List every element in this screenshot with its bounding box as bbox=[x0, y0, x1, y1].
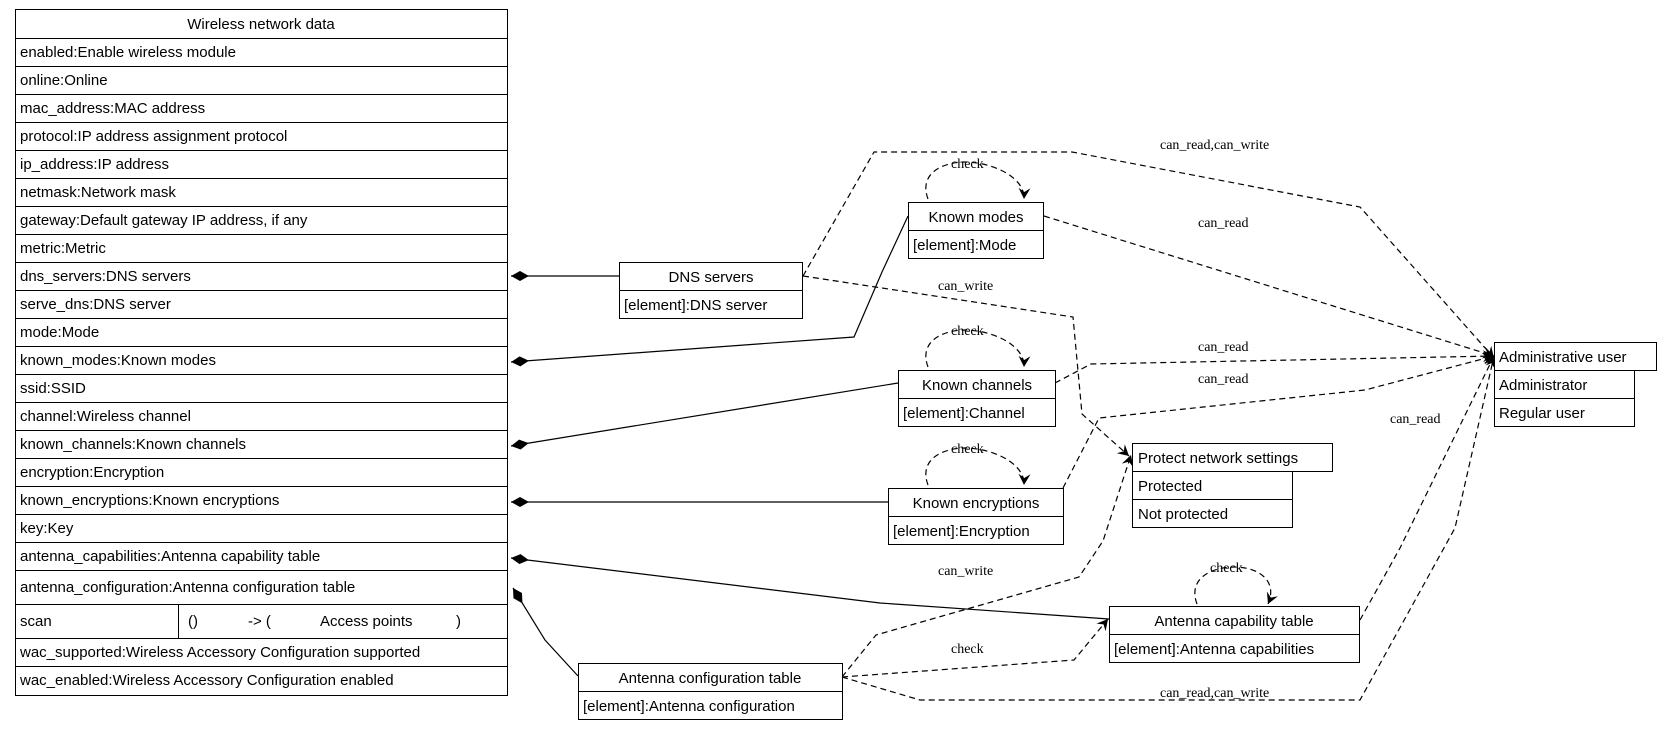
label-modes-check: check bbox=[951, 157, 984, 172]
dashed-edges bbox=[802, 151, 1498, 701]
attribute-row: known_channels:Known channels bbox=[20, 436, 246, 453]
scan-method-args: () bbox=[188, 613, 198, 630]
scan-method-close: ) bbox=[456, 613, 461, 630]
edge-capability-check bbox=[1194, 566, 1278, 605]
class-known-encryptions: Known encryptions [element]:Encryption bbox=[888, 488, 1064, 545]
class-antenna-configuration-table: Antenna configuration table [element]:An… bbox=[578, 663, 843, 720]
enum-value: Protected bbox=[1138, 478, 1202, 495]
class-antenna-capability-table: Antenna capability table [element]:Anten… bbox=[1109, 606, 1360, 663]
attribute-row: enabled:Enable wireless module bbox=[20, 44, 236, 61]
edge-config-to-capability bbox=[841, 618, 1109, 678]
edge-encryptions-to-admin bbox=[1062, 353, 1495, 489]
edge-encryptions-check bbox=[925, 447, 1031, 486]
edge-channels-check bbox=[925, 329, 1031, 368]
element-row: [element]:Antenna capabilities bbox=[1114, 641, 1314, 658]
attribute-row: known_encryptions:Known encryptions bbox=[20, 492, 279, 509]
edge-modes-to-admin bbox=[1043, 215, 1495, 359]
edge-channels-to-admin bbox=[1054, 350, 1495, 384]
attribute-row: gateway:Default gateway IP address, if a… bbox=[20, 212, 308, 229]
class-known-channels: Known channels [element]:Channel bbox=[898, 370, 1056, 427]
element-row: [element]:Mode bbox=[913, 237, 1016, 254]
attribute-row: ip_address:IP address bbox=[20, 156, 169, 173]
attribute-row: mode:Mode bbox=[20, 324, 99, 341]
attribute-row: antenna_capabilities:Antenna capability … bbox=[20, 548, 320, 565]
label-encryptions-check: check bbox=[951, 442, 984, 457]
attribute-row: dns_servers:DNS servers bbox=[20, 268, 191, 285]
edge-known-modes bbox=[510, 215, 909, 367]
attribute-row: mac_address:MAC address bbox=[20, 100, 205, 117]
scan-method-result: Access points bbox=[320, 613, 413, 630]
class-known-modes: Known modes [element]:Mode bbox=[908, 202, 1044, 259]
edge-labels: can_read,can_write can_write check can_r… bbox=[938, 138, 1441, 701]
class-title: Known encryptions bbox=[913, 495, 1040, 512]
label-channels-check: check bbox=[951, 324, 984, 339]
enum-value: Administrator bbox=[1499, 377, 1587, 394]
attribute-row: known_modes:Known modes bbox=[20, 352, 216, 369]
attribute-row: netmask:Network mask bbox=[20, 184, 176, 201]
label-dns-can-read-write: can_read,can_write bbox=[1160, 138, 1269, 153]
element-row: [element]:Encryption bbox=[893, 523, 1030, 540]
attribute-row: key:Key bbox=[20, 520, 74, 537]
label-channels-can-read: can_read bbox=[1198, 340, 1249, 355]
class-protect-network-settings: Protect network settings Protected Not p… bbox=[1132, 443, 1333, 528]
element-row: [element]:Channel bbox=[903, 405, 1025, 422]
edge-known-channels bbox=[510, 382, 899, 450]
attribute-row: metric:Metric bbox=[20, 240, 106, 257]
scan-method-arrow: -> ( bbox=[248, 613, 271, 630]
attribute-row: wac_supported:Wireless Accessory Configu… bbox=[19, 644, 420, 661]
edge-modes-check bbox=[925, 161, 1031, 200]
class-title: Wireless network data bbox=[187, 16, 335, 33]
class-wireless-network-data bbox=[15, 9, 508, 696]
edge-config-to-admin bbox=[841, 355, 1498, 701]
class-title: DNS servers bbox=[668, 269, 753, 286]
class-title: Known channels bbox=[922, 377, 1032, 394]
class-wireless-network-data-text: Wireless network data enabled:Enable wir… bbox=[19, 16, 461, 689]
element-row: [element]:Antenna configuration bbox=[583, 698, 795, 715]
attribute-row: encryption:Encryption bbox=[20, 464, 164, 481]
attribute-row: serve_dns:DNS server bbox=[20, 296, 171, 313]
attribute-row: ssid:SSID bbox=[20, 380, 86, 397]
edge-antenna-capabilities bbox=[510, 554, 1110, 620]
attribute-row: protocol:IP address assignment protocol bbox=[20, 128, 287, 145]
attribute-row: channel:Wireless channel bbox=[20, 408, 191, 425]
attribute-row: antenna_configuration:Antenna configurat… bbox=[20, 579, 355, 596]
enum-value: Not protected bbox=[1138, 506, 1228, 523]
label-config-check: check bbox=[951, 642, 984, 657]
edge-capability-to-admin bbox=[1359, 355, 1495, 621]
scan-method-name: scan bbox=[20, 613, 52, 630]
class-title: Antenna capability table bbox=[1154, 613, 1313, 630]
class-title: Antenna configuration table bbox=[619, 670, 802, 687]
edge-dns-to-protect bbox=[802, 275, 1130, 457]
label-config-can-read-write: can_read,can_write bbox=[1160, 686, 1269, 701]
label-capability-can-read: can_read bbox=[1390, 412, 1441, 427]
class-title: Known modes bbox=[928, 209, 1023, 226]
label-modes-can-read: can_read bbox=[1198, 216, 1249, 231]
label-dns-can-write: can_write bbox=[938, 279, 993, 294]
attribute-row: wac_enabled:Wireless Accessory Configura… bbox=[19, 672, 394, 689]
edge-dns-to-admin bbox=[802, 151, 1495, 359]
label-encryptions-can-read: can_read bbox=[1198, 372, 1249, 387]
class-dns-servers: DNS servers [element]:DNS server bbox=[619, 262, 803, 319]
enum-value: Regular user bbox=[1499, 405, 1585, 422]
label-config-can-write: can_write bbox=[938, 564, 993, 579]
label-capability-check: check bbox=[1210, 561, 1243, 576]
attribute-row: online:Online bbox=[20, 72, 108, 89]
class-title: Administrative user bbox=[1499, 349, 1627, 366]
edge-antenna-configuration bbox=[512, 587, 579, 677]
class-title: Protect network settings bbox=[1138, 450, 1298, 467]
composition-edges bbox=[510, 215, 1110, 677]
element-row: [element]:DNS server bbox=[624, 297, 767, 314]
edge-config-to-protect bbox=[841, 454, 1134, 678]
class-administrative-user: Administrative user Administrator Regula… bbox=[1494, 342, 1657, 427]
